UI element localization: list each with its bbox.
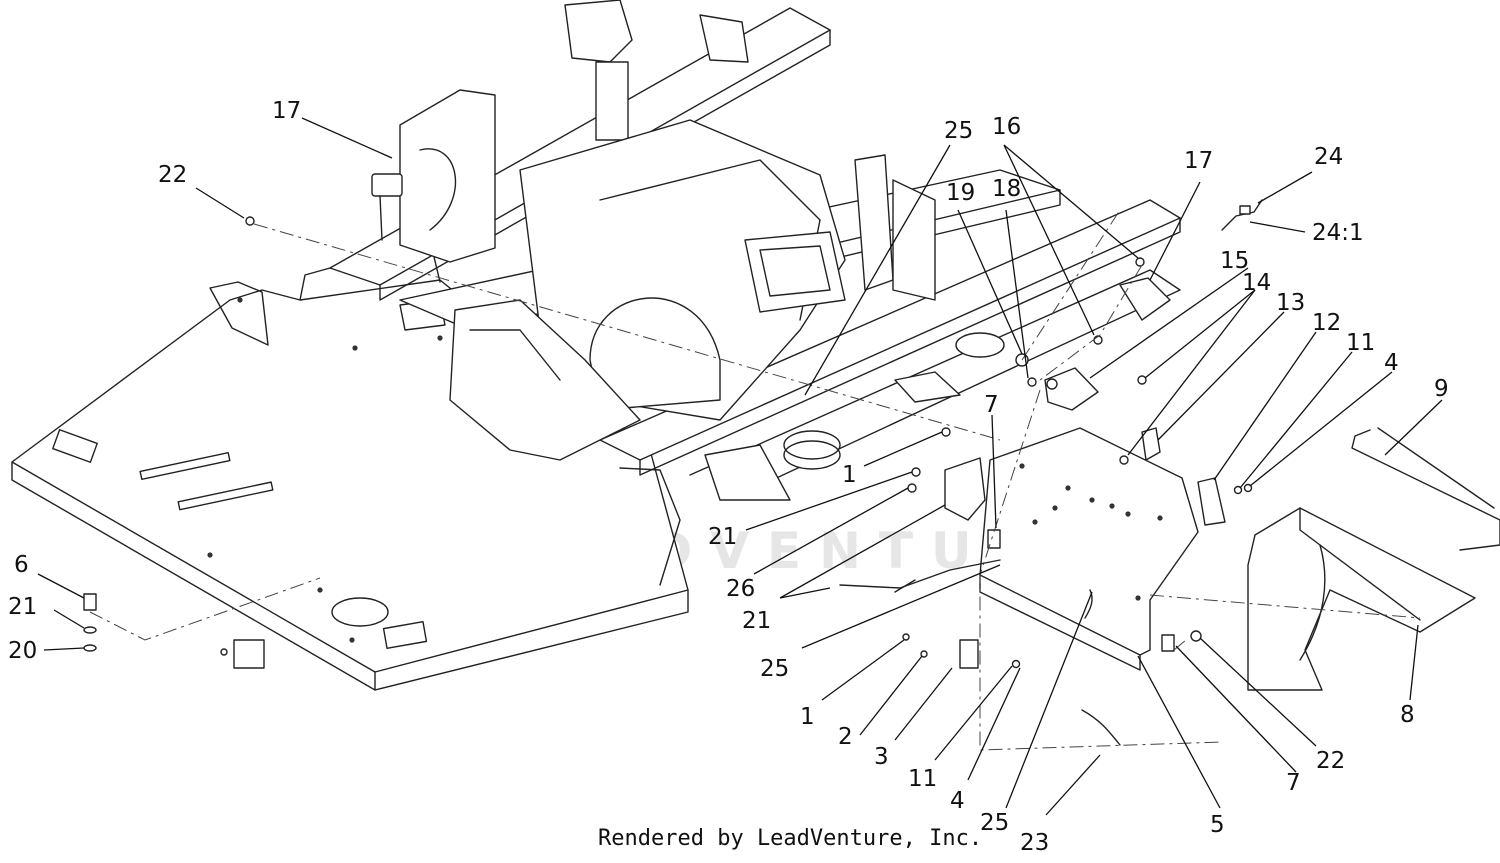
callout-21-left: 21 <box>8 594 37 620</box>
callout-4-bottom: 4 <box>950 788 965 814</box>
rear-brackets <box>399 0 936 301</box>
callout-24: 24 <box>1314 144 1343 170</box>
callout-22-left: 22 <box>158 162 187 188</box>
callout-9: 9 <box>1434 376 1449 402</box>
callout-7-bottom: 7 <box>1286 770 1301 796</box>
rendered-by-footer: Rendered by LeadVenture, Inc. <box>598 826 983 851</box>
callout-18: 18 <box>992 176 1021 202</box>
callout-19: 19 <box>946 180 975 206</box>
callout-26: 26 <box>726 576 755 602</box>
callout-8: 8 <box>1400 702 1415 728</box>
callout-25-mid: 25 <box>760 656 789 682</box>
callout-20: 20 <box>8 638 37 664</box>
callout-14: 14 <box>1242 270 1271 296</box>
callout-7-top: 7 <box>984 392 999 418</box>
callout-21-a: 21 <box>708 524 737 550</box>
leader-lines <box>37 117 1443 816</box>
callout-11-bottom: 11 <box>908 766 937 792</box>
callout-12: 12 <box>1312 310 1341 336</box>
callout-25-bottom: 25 <box>980 810 1009 836</box>
callout-23: 23 <box>1020 830 1049 856</box>
callout-4-top: 4 <box>1384 350 1399 376</box>
callout-labels: 17 22 25 16 19 18 17 24 24:1 15 14 13 12… <box>8 98 1449 856</box>
engine-assembly <box>449 119 1005 501</box>
cover-and-rod <box>1247 427 1500 691</box>
callout-24-1: 24:1 <box>1312 220 1364 246</box>
callout-17-left: 17 <box>272 98 301 124</box>
callout-5: 5 <box>1210 812 1225 838</box>
callout-13: 13 <box>1276 290 1305 316</box>
callout-15: 15 <box>1220 248 1249 274</box>
callout-3: 3 <box>874 744 889 770</box>
control-panel <box>979 427 1199 671</box>
callout-1-top: 1 <box>842 462 857 488</box>
callout-16: 16 <box>992 114 1021 140</box>
callout-1-bottom: 1 <box>800 704 815 730</box>
small-parts <box>83 173 1263 746</box>
callout-17-right: 17 <box>1184 148 1213 174</box>
callout-11-top: 11 <box>1346 330 1375 356</box>
callout-2: 2 <box>838 724 853 750</box>
callout-25-top: 25 <box>944 118 973 144</box>
callout-21-b: 21 <box>742 608 771 634</box>
callout-6: 6 <box>14 552 29 578</box>
callout-22-right: 22 <box>1316 748 1345 774</box>
